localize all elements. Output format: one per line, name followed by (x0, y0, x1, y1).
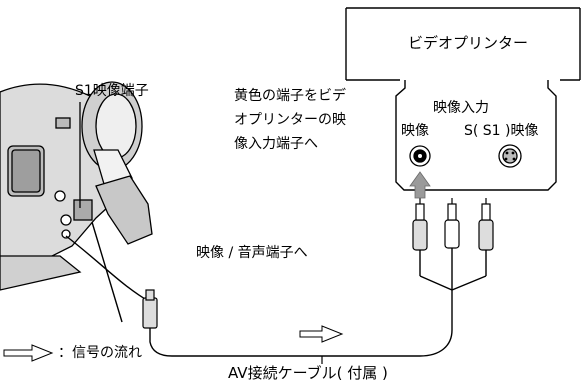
s1-terminal-label: S1映像端子 (75, 83, 149, 99)
camcorder-illustration (0, 81, 153, 291)
s-video-input-jack (498, 144, 522, 168)
video-input-jack (409, 145, 431, 167)
av-cable (65, 221, 487, 357)
cable-label: AV接続ケーブル( 付属 ) (228, 364, 388, 382)
rca-plugs (412, 198, 494, 251)
signal-flow-arrow (299, 325, 344, 343)
legend-text: ：信号の流れ (58, 345, 142, 361)
s-video-jack-label: S( S1 )映像 (464, 123, 539, 139)
instruction-line-1: 黄色の端子をビデ (234, 88, 346, 104)
instruction-line-3: 像入力端子へ (234, 136, 318, 152)
rca-plug-audio-left (444, 198, 460, 249)
video-jack-label: 映像 (401, 123, 429, 139)
printer-label: ビデオプリンター (408, 34, 529, 52)
input-panel-title: 映像入力 (433, 100, 489, 116)
rca-plug-video (412, 198, 428, 251)
camera-plug (142, 289, 158, 329)
instruction-line-2: オプリンターの映 (234, 112, 346, 128)
av-terminal-label: 映像 / 音声端子へ (196, 245, 308, 261)
instruction-text: 黄色の端子をビデ オプリンターの映 像入力端子へ (234, 84, 346, 156)
video-printer-box (345, 7, 581, 81)
legend-arrow-icon (3, 344, 54, 362)
signal-arrow-up (409, 171, 431, 199)
rca-plug-audio-right (478, 198, 494, 251)
